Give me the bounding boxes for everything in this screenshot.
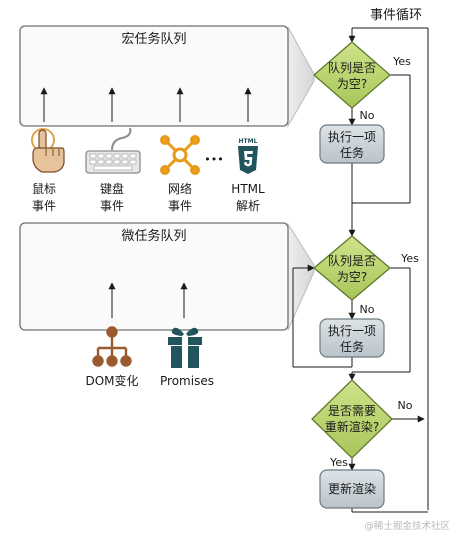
macro-input-arrows <box>40 87 252 122</box>
yes-label: Yes <box>400 252 419 265</box>
decision-text: 队列是否 <box>328 253 376 268</box>
watermark: @稀土掘金技术社区 <box>364 520 450 532</box>
micro-input-arrows <box>108 282 188 318</box>
decision-text: 是否需要 <box>328 404 376 418</box>
task-text: 任务 <box>340 145 364 160</box>
yes-label: Yes <box>392 55 411 68</box>
task-text: 任务 <box>340 339 364 354</box>
no-label: No <box>360 303 375 316</box>
decision-text: 队列是否 <box>328 60 376 75</box>
source-label: 网络 <box>168 181 192 196</box>
source-label: HTML <box>231 182 265 196</box>
task-text: 执行一项 <box>328 324 376 338</box>
svg-text:HTML: HTML <box>239 138 258 145</box>
keyboard-icon <box>85 127 141 174</box>
source-label: 解析 <box>236 199 260 213</box>
macro-queue-title: 宏任务队列 <box>121 31 186 47</box>
macro-queue-box <box>19 25 289 127</box>
run-macro-task-box <box>319 124 385 164</box>
macro-queue-funnel <box>287 26 315 128</box>
micro-queue-title: 微任务队列 <box>121 228 186 244</box>
more-sources-ellipsis: ••• <box>204 153 223 166</box>
gift-icon <box>168 327 202 368</box>
decision-text: 重新渲染? <box>325 419 379 434</box>
no-label: No <box>398 399 413 412</box>
source-label: 事件 <box>32 199 56 213</box>
render-text: 更新渲染 <box>328 481 376 496</box>
update-render-box <box>319 469 385 509</box>
needs-rerender-decision <box>311 379 393 459</box>
micro-queue-empty-decision <box>312 235 392 301</box>
source-label: 鼠标 <box>32 182 56 196</box>
pointer-hand-icon <box>31 128 65 173</box>
source-label: DOM变化 <box>85 373 138 388</box>
no-label: No <box>360 109 375 122</box>
yes-label: Yes <box>329 456 348 469</box>
source-label: 键盘 <box>100 181 124 196</box>
decision-text: 为空? <box>337 270 367 284</box>
source-label: 事件 <box>100 199 124 213</box>
run-micro-task-box <box>319 318 385 358</box>
source-label: 事件 <box>168 199 192 213</box>
macro-queue-empty-decision <box>313 41 391 109</box>
dom-tree-icon <box>92 326 132 367</box>
network-icon <box>160 135 200 175</box>
decision-text: 为空? <box>337 77 367 91</box>
event-loop-label: 事件循环 <box>370 8 422 23</box>
micro-queue-funnel <box>287 222 315 331</box>
html5-icon: HTML <box>238 138 258 174</box>
flow-connectors <box>292 27 429 513</box>
task-text: 执行一项 <box>328 130 376 144</box>
micro-queue-box <box>19 222 289 331</box>
source-label: Promises <box>160 374 214 388</box>
